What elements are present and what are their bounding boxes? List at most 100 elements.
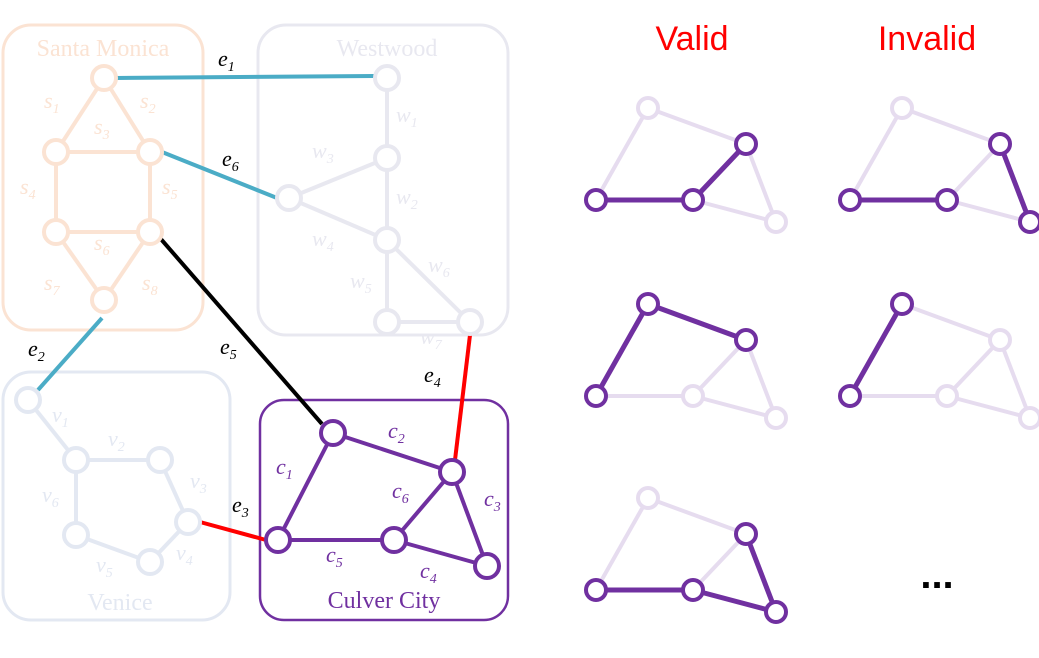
- example-edge-nr: [744, 143, 778, 223]
- example-node-l: [584, 188, 608, 212]
- edge-e4: [453, 334, 472, 461]
- example-edge-mr: [946, 198, 1031, 224]
- label-v4: v4: [176, 540, 193, 569]
- example-node-r: [764, 600, 788, 624]
- culver-city-title: Culver City: [328, 588, 441, 614]
- node-ww-top: [373, 64, 401, 92]
- label-e4: e4: [424, 362, 441, 391]
- example-node-l: [584, 384, 608, 408]
- edge-e6: [161, 150, 278, 200]
- example-edge-mn: [691, 338, 748, 398]
- label-e2: e2: [28, 336, 45, 365]
- valid-example-2: [584, 292, 788, 430]
- label-s5: s5: [162, 174, 178, 203]
- edge-c4: [393, 538, 488, 568]
- label-v1: v1: [52, 402, 69, 431]
- example-node-r: [764, 210, 788, 234]
- example-edge-cl: [593, 302, 651, 398]
- label-v5: v5: [96, 552, 113, 581]
- label-v6: v6: [42, 482, 59, 511]
- invalid-example-1: [838, 96, 1039, 234]
- edge-e3: [199, 520, 267, 542]
- label-w5: w5: [350, 268, 372, 297]
- label-w6: w6: [428, 252, 450, 281]
- example-edge-cn: [647, 106, 747, 146]
- example-node-c: [890, 96, 914, 120]
- example-edge-mn: [691, 142, 748, 202]
- edge-c6: [392, 470, 454, 542]
- edge-w3: [288, 156, 388, 200]
- label-s4: s4: [20, 174, 36, 203]
- santa-monica-nodes: [42, 64, 164, 314]
- node-c-middle: [380, 526, 408, 554]
- label-s6: s6: [94, 230, 110, 259]
- inter-edge-labels: e1 e2 e3 e4 e5 e6: [28, 46, 441, 521]
- label-s7: s7: [44, 270, 61, 299]
- santa-monica-region: [1, 23, 205, 332]
- example-edge-nr: [743, 533, 779, 613]
- example-edge-cl: [847, 302, 905, 398]
- label-w4: w4: [312, 226, 334, 255]
- node-ww-bottom-left: [373, 308, 401, 336]
- example-node-r: [1018, 210, 1039, 234]
- example-node-m: [681, 188, 705, 212]
- node-sm-top: [90, 64, 118, 92]
- label-s3: s3: [94, 114, 110, 143]
- example-node-c: [890, 292, 914, 316]
- node-c-top: [319, 419, 347, 447]
- example-edge-mn: [945, 338, 1002, 398]
- example-edge-cl: [594, 497, 650, 591]
- santa-monica-title: Santa Monica: [37, 36, 170, 62]
- example-node-n: [988, 132, 1012, 156]
- example-edge-nr: [997, 143, 1033, 223]
- node-v-top: [14, 386, 42, 414]
- example-node-c: [636, 96, 660, 120]
- label-c4: c4: [420, 558, 437, 587]
- edge-w4: [288, 196, 388, 242]
- node-sm-left-lower: [42, 218, 70, 246]
- node-v-lower-left: [62, 521, 90, 549]
- example-node-l: [838, 188, 862, 212]
- venice-edge-labels: v1 v2 v3 v4 v5 v6: [42, 402, 207, 581]
- culver-city-region: [258, 398, 510, 622]
- node-c-left: [264, 526, 292, 554]
- node-ww-left: [275, 184, 303, 212]
- example-edge-cl: [594, 107, 650, 201]
- label-e1: e1: [218, 46, 235, 75]
- label-w2: w2: [396, 184, 418, 213]
- valid-header: Valid: [655, 20, 728, 58]
- culver-nodes: [264, 419, 501, 580]
- example-node-c: [636, 292, 660, 316]
- node-c-right-lower: [473, 552, 501, 580]
- edge-c3: [450, 471, 489, 567]
- node-v-upper-right: [146, 446, 174, 474]
- culver-edge-labels: c1 c2 c3 c4 c5 c6: [276, 418, 501, 587]
- example-edge-nr: [998, 339, 1032, 419]
- edge-e5: [158, 236, 324, 426]
- node-sm-right-lower: [136, 218, 164, 246]
- edge-s2: [102, 76, 152, 154]
- example-node-n: [988, 328, 1012, 352]
- westwood-edge-labels: w1 w2 w3 w4 w5 w6 w7: [312, 102, 450, 353]
- label-s1: s1: [44, 88, 60, 117]
- node-ww-bottom-right: [456, 308, 484, 336]
- label-s2: s2: [140, 88, 156, 117]
- example-edge-mn: [945, 142, 1002, 202]
- invalid-example-2: [838, 292, 1039, 430]
- example-node-m: [935, 188, 959, 212]
- label-c5: c5: [326, 542, 343, 571]
- example-edge-cn: [901, 302, 1001, 342]
- example-node-m: [935, 384, 959, 408]
- example-node-n: [734, 522, 758, 546]
- example-edge-mr: [692, 587, 777, 615]
- node-v-bottom: [136, 548, 164, 576]
- example-node-l: [584, 578, 608, 602]
- edge-c2: [332, 431, 453, 474]
- example-node-m: [681, 578, 705, 602]
- valid-example-3: [584, 486, 788, 624]
- example-edge-cn: [647, 496, 747, 536]
- westwood-nodes: [275, 64, 484, 336]
- label-c1: c1: [276, 454, 293, 483]
